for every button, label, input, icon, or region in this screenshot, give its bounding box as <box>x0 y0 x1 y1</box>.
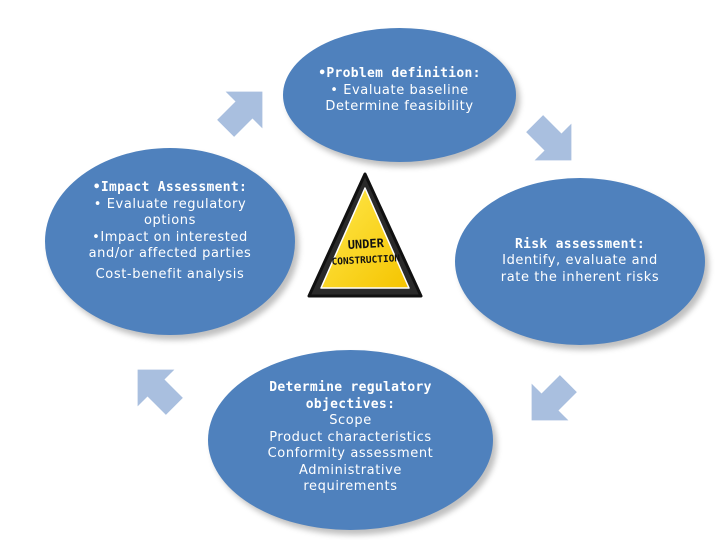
regulatory-objectives-item: Conformity assessment <box>267 446 434 462</box>
impact-assessment-item: and/or affected parties <box>88 246 252 261</box>
problem-definition-item: Determine feasibility <box>325 99 474 115</box>
impact-assessment-node: •Impact Assessment: • Evaluate regulator… <box>45 148 295 335</box>
problem-definition-node: •Problem definition: • Evaluate baseline… <box>283 28 516 162</box>
problem-definition-item: • Evaluate baseline <box>330 82 469 98</box>
under-construction-sign-icon: UNDER CONSTRUCTION <box>307 172 423 298</box>
problem-definition-title: •Problem definition: <box>318 66 481 82</box>
impact-assessment-item: options <box>143 213 197 228</box>
regulatory-objectives-title: Determine regulatory <box>269 380 432 396</box>
impact-assessment-item: • Evaluate regulatory <box>93 196 247 212</box>
arrow-right-to-bottom-icon <box>531 375 577 421</box>
regulatory-objectives-item: Administrative <box>298 462 403 478</box>
impact-assessment-item: Cost-benefit analysis <box>95 266 245 282</box>
sign-line1: UNDER <box>347 236 385 252</box>
impact-assessment-item: •Impact on interested <box>92 229 248 245</box>
arrow-top-to-right-icon <box>526 115 572 161</box>
risk-assessment-item: rate the inherent risks <box>500 269 660 285</box>
arrow-left-to-top-icon <box>217 91 263 137</box>
regulatory-objectives-item: requirements <box>303 479 398 495</box>
risk-assessment-node: Risk assessment: Identify, evaluate and … <box>455 178 705 345</box>
sign-line2: CONSTRUCTION <box>331 253 400 268</box>
regulatory-objectives-node: Determine regulatory objectives: Scope P… <box>208 350 493 530</box>
arrow-bottom-to-left-icon <box>137 369 183 415</box>
impact-assessment-title: •Impact Assessment: <box>92 180 248 195</box>
regulatory-objectives-title: objectives: <box>305 396 396 412</box>
regulatory-objectives-item: Scope <box>329 413 372 429</box>
regulatory-objectives-item: Product characteristics <box>269 429 432 445</box>
risk-assessment-item: Identify, evaluate and <box>502 253 658 269</box>
risk-assessment-title: Risk assessment: <box>514 236 645 252</box>
